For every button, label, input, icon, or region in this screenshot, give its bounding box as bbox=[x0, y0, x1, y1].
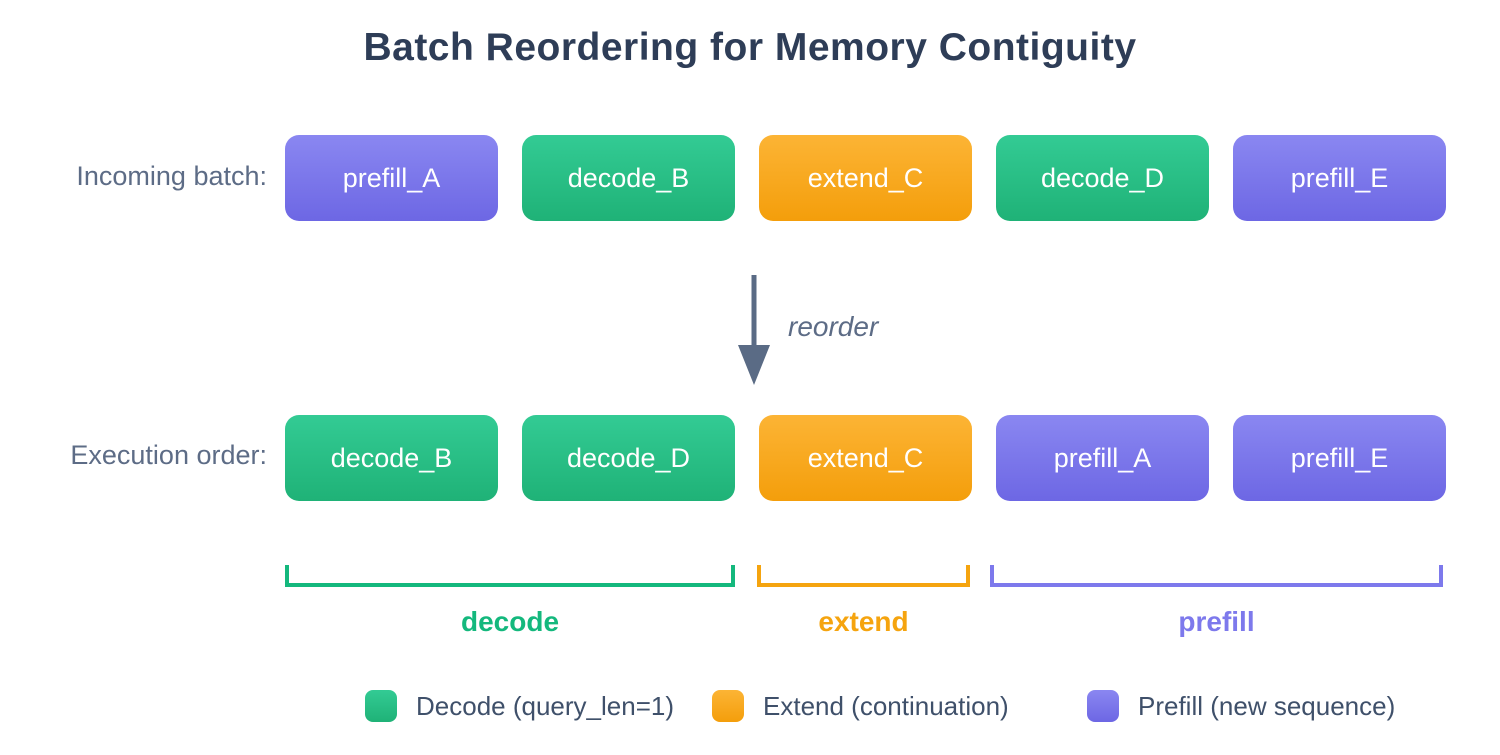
prefill-swatch-icon bbox=[1087, 690, 1119, 722]
batch-box-extend-c: extend_C bbox=[759, 135, 972, 221]
exec-box-extend-c: extend_C bbox=[759, 415, 972, 501]
legend-label-decode: Decode (query_len=1) bbox=[416, 690, 674, 721]
legend-item-decode: Decode (query_len=1) bbox=[365, 690, 674, 722]
exec-box-decode-d: decode_D bbox=[522, 415, 735, 501]
execution-order-row: decode_B decode_D extend_C prefill_A pre… bbox=[285, 415, 1446, 501]
extend-swatch-icon bbox=[712, 690, 744, 722]
incoming-batch-label: Incoming batch: bbox=[76, 161, 267, 191]
extend-group-label: extend bbox=[818, 606, 909, 637]
decode-swatch-icon bbox=[365, 690, 397, 722]
legend-label-extend: Extend (continuation) bbox=[763, 690, 1009, 721]
legend-item-prefill: Prefill (new sequence) bbox=[1087, 690, 1395, 722]
extend-group-bracket bbox=[757, 565, 970, 587]
legend-item-extend: Extend (continuation) bbox=[712, 690, 1009, 722]
exec-box-prefill-e: prefill_E bbox=[1233, 415, 1446, 501]
exec-box-prefill-a: prefill_A bbox=[996, 415, 1209, 501]
execution-order-label: Execution order: bbox=[70, 440, 267, 470]
batch-box-decode-b: decode_B bbox=[522, 135, 735, 221]
batch-box-prefill-a: prefill_A bbox=[285, 135, 498, 221]
diagram-title: Batch Reordering for Memory Contiguity bbox=[363, 26, 1137, 69]
batch-box-prefill-e: prefill_E bbox=[1233, 135, 1446, 221]
incoming-batch-row: prefill_A decode_B extend_C decode_D pre… bbox=[285, 135, 1446, 221]
exec-box-decode-b: decode_B bbox=[285, 415, 498, 501]
prefill-group-label: prefill bbox=[1178, 606, 1255, 637]
reorder-arrow-icon bbox=[733, 273, 777, 387]
decode-group-label: decode bbox=[460, 606, 560, 637]
reorder-label: reorder bbox=[788, 311, 879, 342]
batch-box-decode-d: decode_D bbox=[996, 135, 1209, 221]
legend-label-prefill: Prefill (new sequence) bbox=[1138, 690, 1396, 721]
decode-group-bracket bbox=[285, 565, 735, 587]
prefill-group-bracket bbox=[990, 565, 1443, 587]
